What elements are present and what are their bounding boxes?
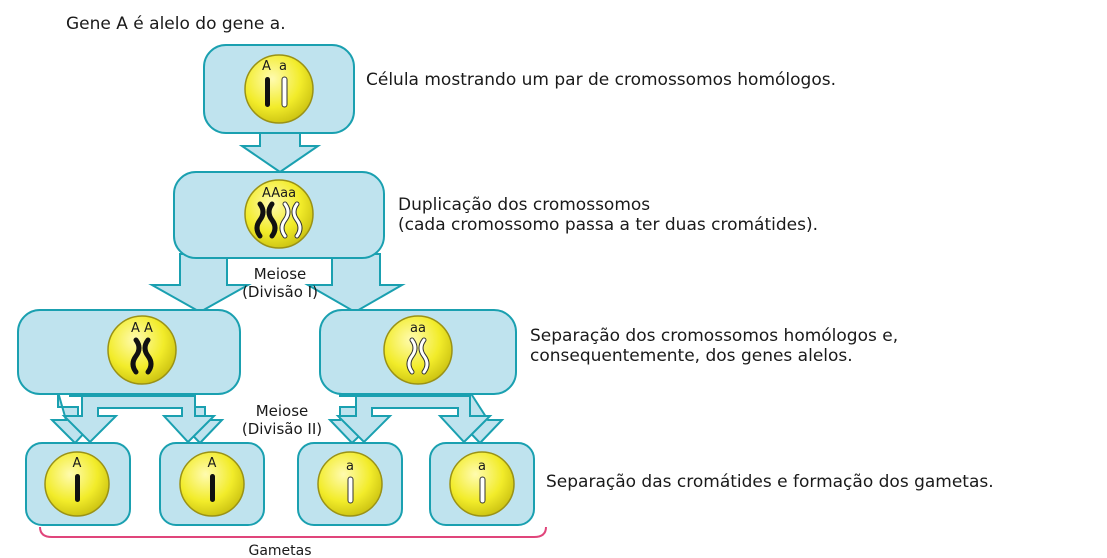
gene-label-a: a (279, 59, 287, 74)
gamete-4-box: a (429, 442, 535, 526)
cell-icon (383, 315, 453, 385)
chromosome-dark-icon (265, 77, 270, 107)
gamete-3-box: a (297, 442, 403, 526)
caption-stage1: Célula mostrando um par de cromossomos h… (366, 70, 836, 90)
cell-icon (107, 315, 177, 385)
gene-label-AAaa: AAaa (262, 186, 296, 201)
meiose-1-sublabel: (Divisão I) (242, 283, 318, 301)
caption-stage3-line2: consequentemente, dos genes alelos. (530, 346, 853, 366)
bend-arrow-right (335, 390, 493, 444)
meiose-1-label: Meiose (254, 265, 307, 283)
caption-stage2-line2: (cada cromossomo passa a ter duas cromát… (398, 215, 818, 235)
gametes-bracket (39, 526, 547, 538)
chromosome-light-icon (281, 76, 288, 108)
duplicated-chromosome-light-icon (406, 337, 430, 375)
chromatid-dark-icon (210, 474, 215, 502)
duplicated-chromosome-light-icon (279, 201, 303, 239)
gamete-2-box: A (159, 442, 265, 526)
caption-stage4: Separação das cromátides e formação dos … (546, 472, 994, 492)
stage1-box: A a (203, 44, 355, 134)
duplicated-chromosome-dark-icon (130, 337, 154, 375)
stage3-left-box: A A (17, 309, 241, 395)
gene-label: A (73, 456, 82, 471)
stage3-right-box: aa (319, 309, 517, 395)
bend-arrow-left (61, 386, 217, 444)
meiose-2-label: Meiose (256, 402, 309, 420)
chromatid-light-icon (347, 476, 354, 504)
gametes-label: Gametas (248, 543, 311, 558)
gamete-1-box: A (25, 442, 131, 526)
duplicated-chromosome-dark-icon (254, 201, 278, 239)
stage2-box: AAaa (173, 171, 385, 259)
gene-label-AA: A A (131, 321, 153, 336)
chromatid-light-icon (479, 476, 486, 504)
arrow-2-to-3-left (148, 253, 252, 314)
title: Gene A é alelo do gene a. (66, 14, 286, 34)
caption-stage2-line1: Duplicação dos cromossomos (398, 195, 650, 215)
gene-label-A: A (262, 59, 271, 74)
caption-stage3-line1: Separação dos cromossomos homólogos e, (530, 326, 898, 346)
cell-icon (244, 179, 314, 249)
cell-icon (244, 54, 314, 124)
arrow-2-to-3-right (304, 253, 406, 314)
chromatid-dark-icon (75, 474, 80, 502)
meiose-2-sublabel: (Divisão II) (242, 420, 322, 438)
gene-label: a (478, 459, 486, 474)
gene-label-aa: aa (410, 321, 426, 336)
gene-label: a (346, 459, 354, 474)
gene-label: A (208, 456, 217, 471)
